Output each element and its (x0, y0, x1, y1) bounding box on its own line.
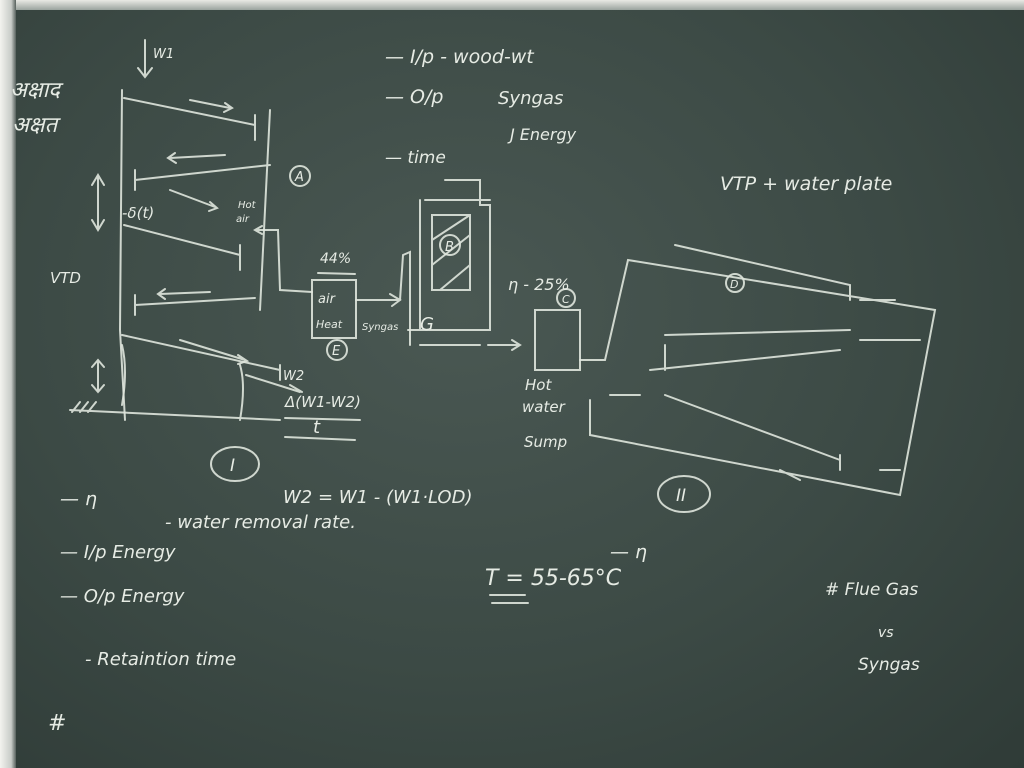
dryer-drawing (69, 39, 361, 482)
note-vs: vs (878, 625, 894, 641)
temp-underline (489, 594, 529, 604)
heater-heat: Heat (316, 318, 343, 331)
w2-formula: W2 = W1 - (W1·LOD) (283, 487, 472, 508)
list-eta: — η (60, 488, 97, 510)
sump-label-3: Sump (524, 433, 567, 451)
list-retention-time: - Retaintion time (85, 649, 236, 670)
sump-plate-drawing (534, 244, 937, 513)
note-syngas: Syngas (858, 655, 920, 675)
w1-label: W1 (153, 47, 174, 62)
mid-eta: — η (610, 541, 647, 563)
marker-e: E (332, 344, 341, 359)
rate-denominator: t (313, 417, 321, 438)
output-energy: J Energy (507, 125, 577, 144)
marker-d: D (730, 278, 738, 291)
list-input-energy: — I/p Energy (60, 542, 176, 563)
hot-air-label-2: air (236, 214, 250, 225)
heater-air: air (318, 292, 337, 307)
plate-title: VTP + water plate (720, 173, 892, 195)
time-label: — time (385, 148, 446, 168)
heater-syngas: Syngas (362, 322, 398, 333)
output-syngas: Syngas (498, 88, 563, 109)
sump-efficiency: η - 25% (508, 275, 570, 294)
hash-mark: # (48, 711, 66, 736)
heater-percent: 44% (320, 251, 351, 267)
section-i: I (230, 456, 235, 476)
hot-air-label-1: Hot (238, 200, 257, 211)
list-output-energy: — O/p Energy (60, 586, 185, 607)
delta-t-label: -δ(t) (122, 204, 154, 222)
input-wood: — I/p - wood-wt (385, 46, 535, 68)
sump-label-2: water (522, 398, 566, 416)
heater-gasifier-drawing (311, 179, 522, 351)
rate-numerator: Δ(W1-W2) (284, 393, 361, 411)
hindi-word-2: अक्षत (12, 113, 62, 138)
marker-b: B (445, 240, 454, 255)
vtd-label: VTD (50, 269, 81, 287)
wall-left (0, 0, 16, 768)
section-ii: II (676, 486, 686, 506)
marker-c: C (562, 293, 570, 306)
note-flue-gas: # Flue Gas (825, 580, 918, 600)
marker-a: A (294, 170, 304, 185)
w2-label: W2 (283, 369, 304, 384)
output-label: — O/p (385, 86, 443, 108)
hindi-word-1: अक्षाद (10, 78, 64, 103)
gasifier-label: G (420, 314, 434, 335)
temperature: T = 55-65°C (485, 566, 622, 591)
wall-top (0, 0, 1024, 10)
list-eta-desc: - water removal rate. (165, 512, 356, 533)
sump-label-1: Hot (525, 376, 552, 394)
